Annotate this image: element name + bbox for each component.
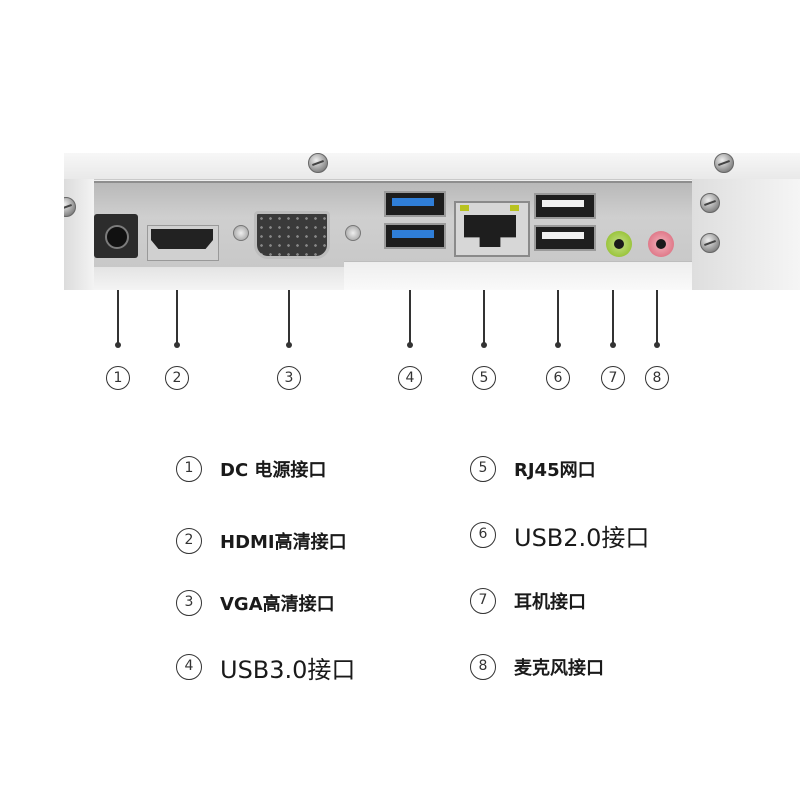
marker-3: 3 <box>277 366 301 390</box>
legend-number: 1 <box>176 456 202 482</box>
legend-item-3: 3 VGA高清接口 <box>176 586 335 620</box>
legend-number: 8 <box>470 654 496 680</box>
legend-label: VGA高清接口 <box>220 594 335 615</box>
legend-item-1: 1 DC 电源接口 <box>176 452 326 486</box>
legend-item-4: 4 USB3.0接口 <box>176 650 355 684</box>
legend-item-8: 8 麦克风接口 <box>470 650 604 684</box>
marker-4: 4 <box>398 366 422 390</box>
marker-2: 2 <box>165 366 189 390</box>
marker-7: 7 <box>601 366 625 390</box>
marker-8: 8 <box>645 366 669 390</box>
legend-label: 耳机接口 <box>514 592 586 613</box>
leader-line-1 <box>115 290 121 348</box>
marker-5: 5 <box>472 366 496 390</box>
legend-item-2: 2 HDMI高清接口 <box>176 524 347 558</box>
leader-line-5 <box>481 290 487 348</box>
rj45-led-icon <box>510 205 519 211</box>
legend-number: 7 <box>470 588 496 614</box>
legend-item-7: 7 耳机接口 <box>470 584 586 618</box>
device-io-panel <box>64 153 800 290</box>
marker-1: 1 <box>106 366 130 390</box>
headphone-jack <box>606 231 632 257</box>
legend-label: USB3.0接口 <box>220 655 356 684</box>
panel-shelf-left <box>94 267 344 290</box>
legend-label: USB2.0接口 <box>514 523 650 552</box>
legend-number: 3 <box>176 590 202 616</box>
legend-label: DC 电源接口 <box>220 460 327 481</box>
vga-port <box>254 211 330 259</box>
leader-line-6 <box>555 290 561 348</box>
panel-top-lip <box>64 153 800 180</box>
leader-line-2 <box>174 290 180 348</box>
vga-screw-icon <box>345 225 361 241</box>
screw-icon <box>308 153 328 173</box>
marker-6: 6 <box>546 366 570 390</box>
usb3-port-lower <box>384 223 446 249</box>
legend-item-5: 5 RJ45网口 <box>470 452 596 486</box>
usb2-port-lower <box>534 225 596 251</box>
leader-line-3 <box>286 290 292 348</box>
screw-icon <box>700 193 720 213</box>
vga-screw-icon <box>233 225 249 241</box>
legend-label: HDMI高清接口 <box>220 532 347 553</box>
legend-number: 5 <box>470 456 496 482</box>
legend-number: 6 <box>470 522 496 548</box>
usb2-port-upper <box>534 193 596 219</box>
legend-number: 2 <box>176 528 202 554</box>
screw-icon <box>714 153 734 173</box>
panel-left-wall <box>64 179 94 290</box>
hdmi-port <box>151 229 213 249</box>
mic-jack <box>648 231 674 257</box>
panel-shelf-right <box>344 261 714 290</box>
dc-power-port <box>94 214 138 258</box>
legend-item-6: 6 USB2.0接口 <box>470 518 649 552</box>
leader-line-7 <box>610 290 616 348</box>
usb3-port-upper <box>384 191 446 217</box>
leader-line-8 <box>654 290 660 348</box>
legend-label: RJ45网口 <box>514 460 596 481</box>
legend-label: 麦克风接口 <box>514 658 604 679</box>
screw-icon <box>700 233 720 253</box>
rj45-led-icon <box>460 205 469 211</box>
legend-number: 4 <box>176 654 202 680</box>
leader-line-4 <box>407 290 413 348</box>
